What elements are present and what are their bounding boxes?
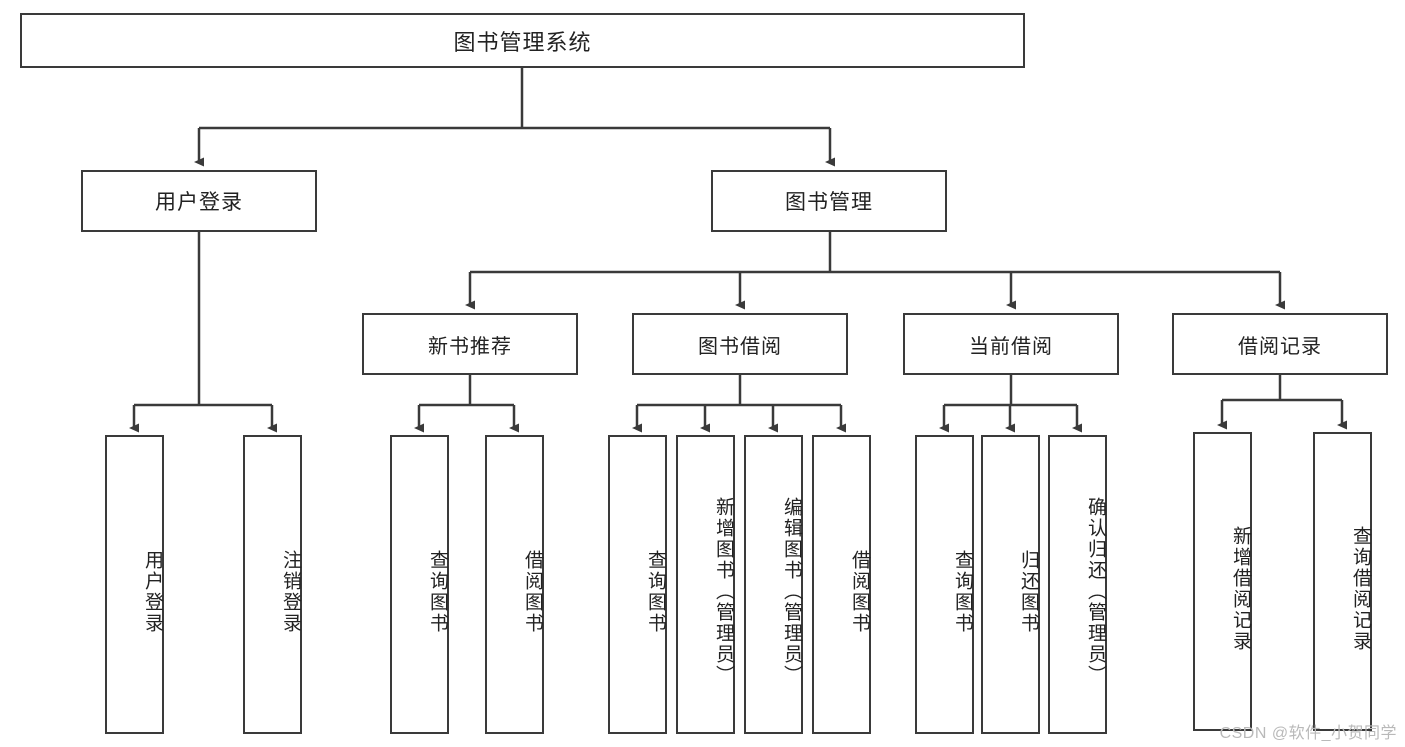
node-new-book-recommend[interactable]: 新书推荐 <box>362 313 578 375</box>
leaf-record-query[interactable]: 查询借阅记录 <box>1313 432 1372 731</box>
leaf-label: 查询借阅记录 <box>1350 525 1371 652</box>
leaf-label: 新增借阅记录 <box>1230 525 1251 652</box>
node-user-login-label: 用户登录 <box>155 191 243 214</box>
watermark: CSDN @软件_小贺同学 <box>1219 725 1397 742</box>
leaf-current-query-book[interactable]: 查询图书 <box>915 435 974 734</box>
leaf-label: 新增图书（管理员） <box>713 497 734 686</box>
node-borrow-record[interactable]: 借阅记录 <box>1172 313 1388 375</box>
leaf-borrow-borrow-book[interactable]: 借阅图书 <box>812 435 871 734</box>
leaf-borrow-add-book[interactable]: 新增图书（管理员） <box>676 435 735 734</box>
leaf-label: 查询图书 <box>952 549 973 634</box>
leaf-user-login-login[interactable]: 用户登录 <box>105 435 164 734</box>
node-root-label: 图书管理系统 <box>453 29 592 55</box>
leaf-label: 借阅图书 <box>849 549 870 634</box>
leaf-label: 查询图书 <box>427 549 448 634</box>
leaf-label: 确认归还（管理员） <box>1085 497 1106 686</box>
leaf-label: 注销登录 <box>280 549 301 634</box>
leaf-label: 借阅图书 <box>522 549 543 634</box>
leaf-label: 用户登录 <box>142 549 163 634</box>
leaf-borrow-query-book[interactable]: 查询图书 <box>608 435 667 734</box>
leaf-new-book-borrow[interactable]: 借阅图书 <box>485 435 544 734</box>
node-book-borrow[interactable]: 图书借阅 <box>632 313 848 375</box>
leaf-current-return-book[interactable]: 归还图书 <box>981 435 1040 734</box>
leaf-new-book-query[interactable]: 查询图书 <box>390 435 449 734</box>
node-book-management-label: 图书管理 <box>785 191 873 214</box>
leaf-label: 编辑图书（管理员） <box>781 497 802 686</box>
node-new-book-recommend-label: 新书推荐 <box>428 335 512 358</box>
leaf-user-login-logout[interactable]: 注销登录 <box>243 435 302 734</box>
leaf-current-confirm-return[interactable]: 确认归还（管理员） <box>1048 435 1107 734</box>
node-current-borrow-label: 当前借阅 <box>969 335 1053 358</box>
leaf-label: 归还图书 <box>1018 549 1039 634</box>
leaf-label: 查询图书 <box>645 549 666 634</box>
node-book-management[interactable]: 图书管理 <box>711 170 947 232</box>
node-book-borrow-label: 图书借阅 <box>698 335 782 358</box>
leaf-borrow-edit-book[interactable]: 编辑图书（管理员） <box>744 435 803 734</box>
node-borrow-record-label: 借阅记录 <box>1238 335 1322 358</box>
node-root[interactable]: 图书管理系统 <box>20 13 1025 68</box>
node-current-borrow[interactable]: 当前借阅 <box>903 313 1119 375</box>
leaf-record-add[interactable]: 新增借阅记录 <box>1193 432 1252 731</box>
node-user-login[interactable]: 用户登录 <box>81 170 317 232</box>
